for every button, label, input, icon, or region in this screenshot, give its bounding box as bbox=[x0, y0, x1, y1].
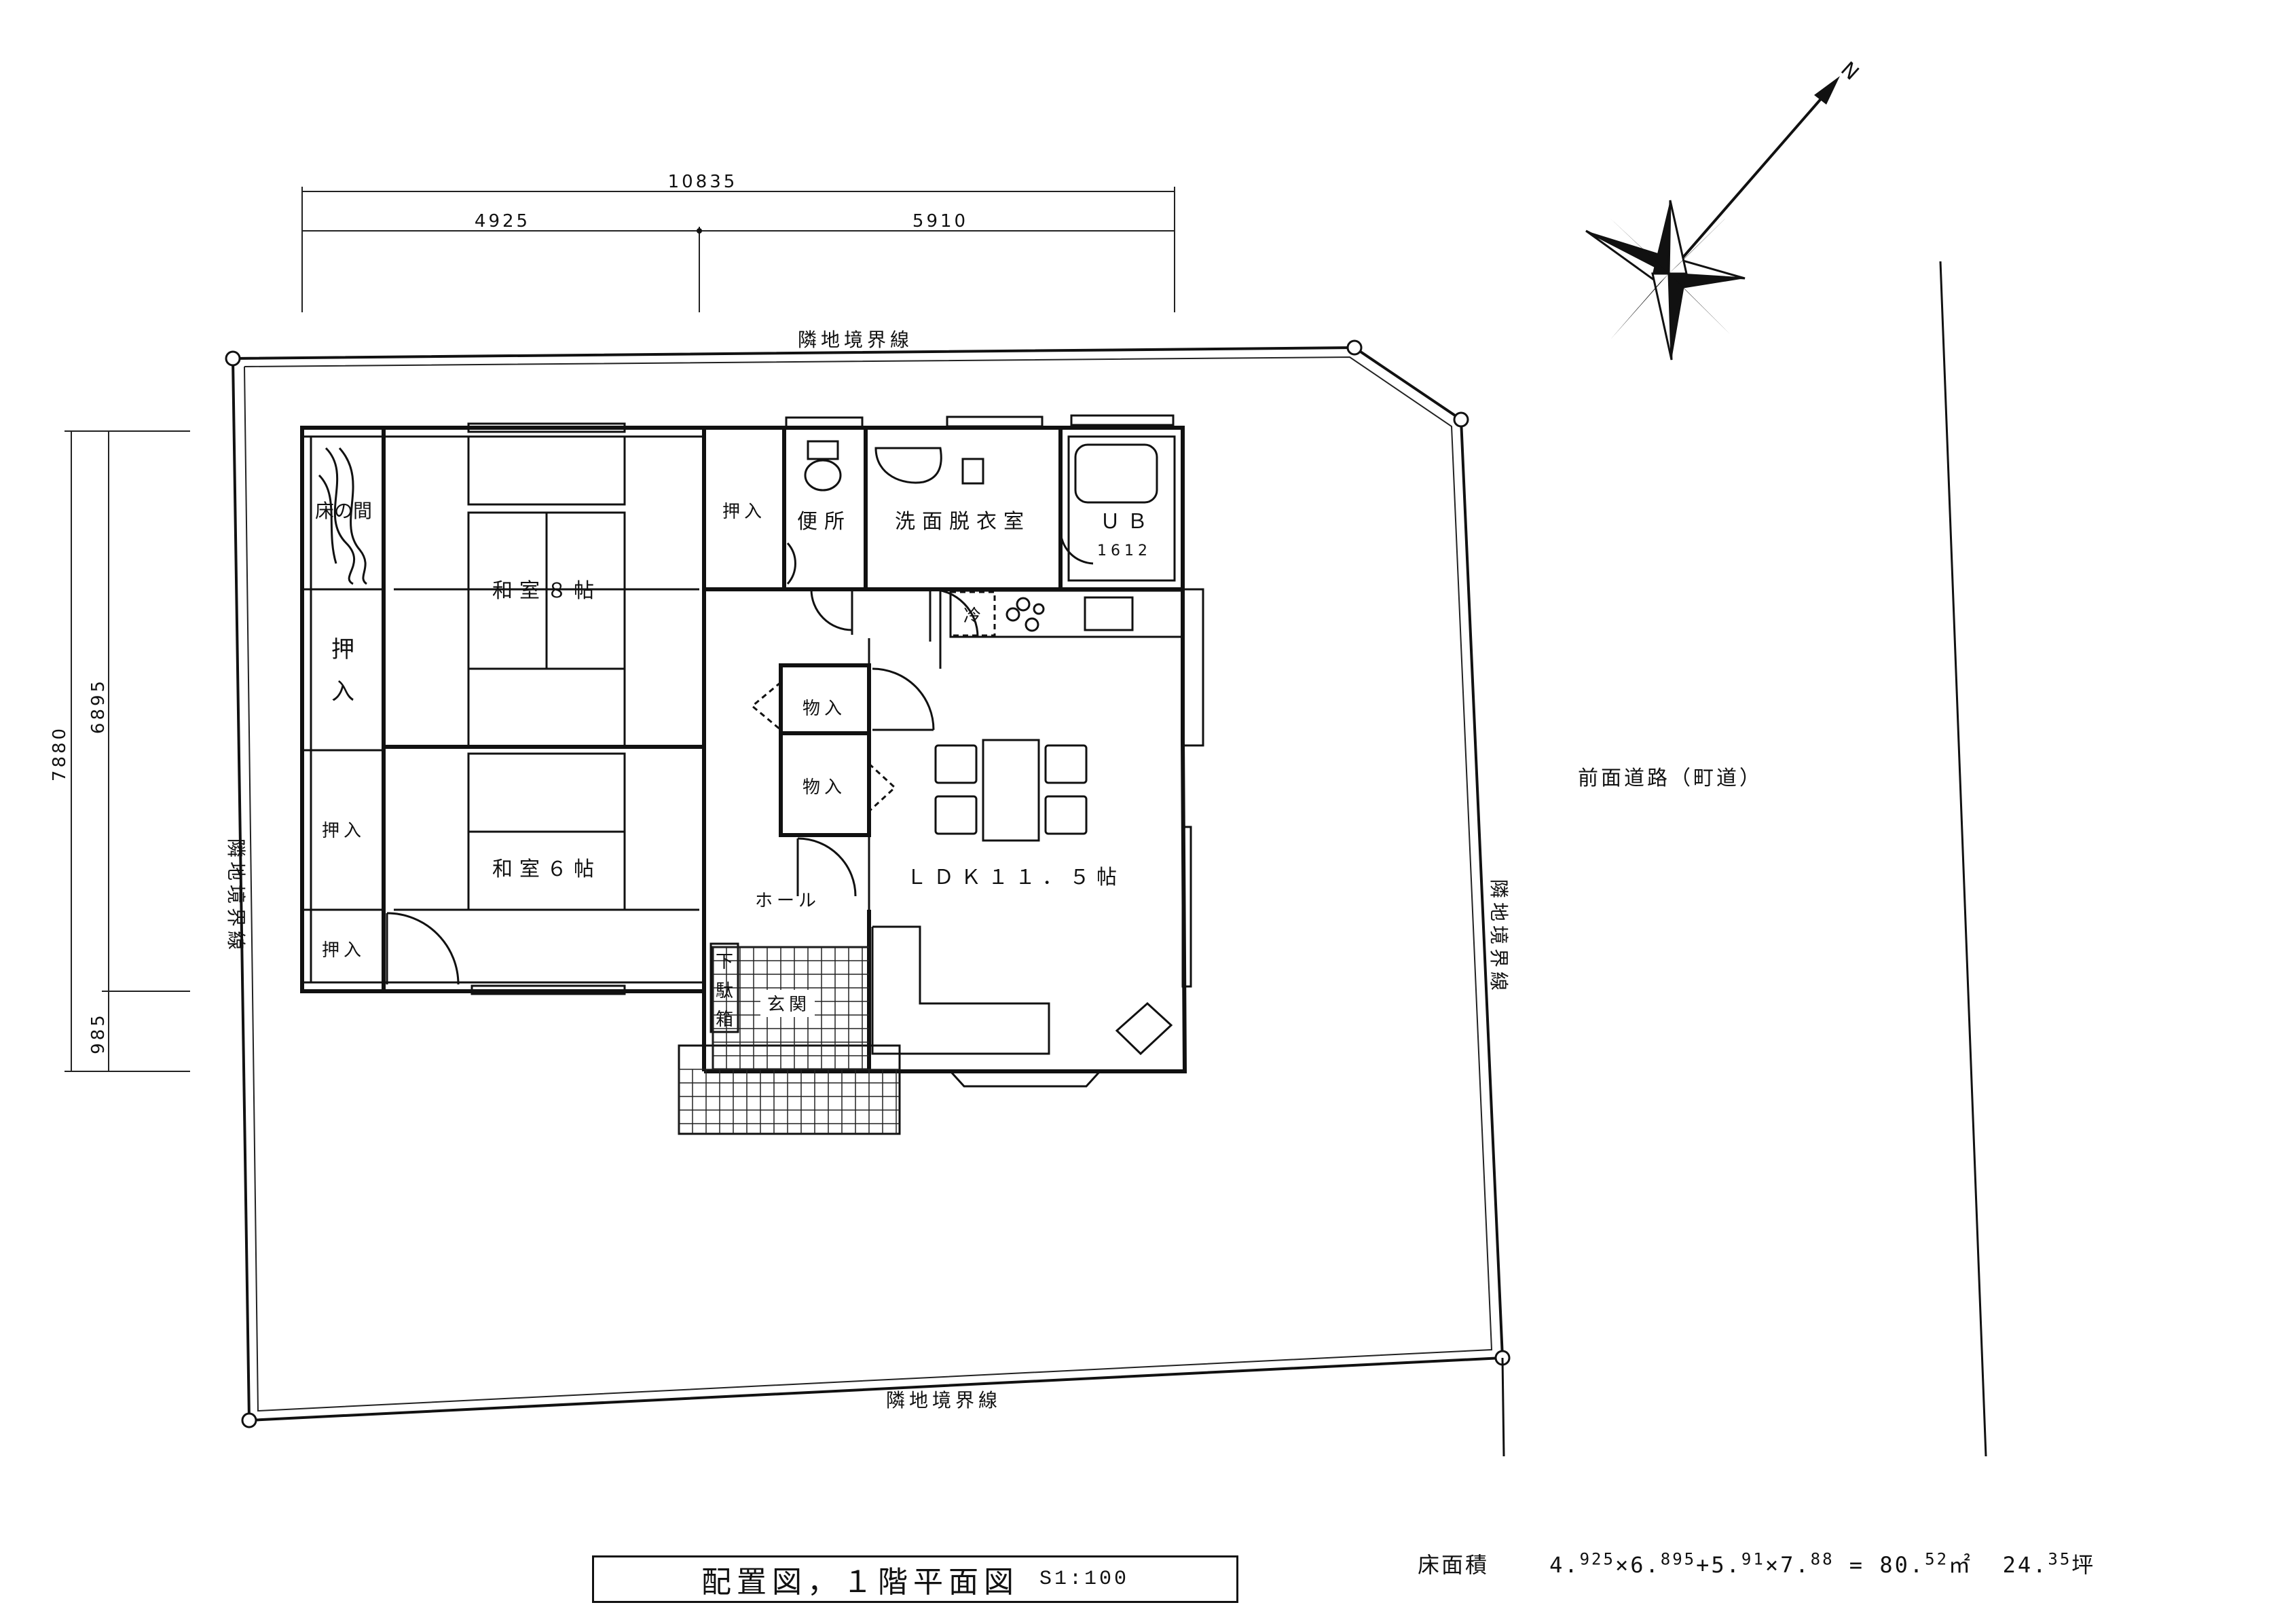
floor-area-d-dec: 88 bbox=[1810, 1549, 1834, 1569]
boundary-label-left: 隣地境界線 bbox=[225, 838, 247, 954]
room-label-washitsu8: 和室８帖 bbox=[492, 579, 601, 603]
floor-area-tsubo-dec: 35 bbox=[2048, 1549, 2072, 1569]
floor-area-c-dec: 91 bbox=[1741, 1549, 1765, 1569]
drawing-scale: S1:100 bbox=[1039, 1568, 1130, 1591]
north-compass-icon bbox=[1585, 76, 1840, 361]
room-label-fridge: 冷 bbox=[963, 606, 981, 627]
floor-area-a-dec: 925 bbox=[1579, 1549, 1615, 1569]
room-label-hall: ホール bbox=[755, 891, 820, 911]
genkan-label-bg bbox=[760, 990, 815, 1017]
left-dimension-lines bbox=[64, 430, 190, 1072]
dim-left-width: 4925 bbox=[475, 211, 530, 232]
room-label-ub-size: 1612 bbox=[1097, 542, 1151, 559]
room-label-storage1: 物入 bbox=[803, 699, 846, 719]
room-label-getabako-1: 下 bbox=[716, 952, 733, 972]
boundary-right-extension bbox=[1501, 1357, 1505, 1457]
site-boundary bbox=[225, 339, 1511, 1428]
room-label-oshiire-left-a: 押 bbox=[331, 636, 354, 663]
dim-overall-width: 10835 bbox=[668, 172, 738, 192]
floor-area-c-int: 5. bbox=[1711, 1552, 1741, 1578]
floor-area-unit-tsubo: 坪 bbox=[2071, 1552, 2096, 1578]
dim-offset-depth: 985 bbox=[88, 1012, 109, 1054]
floor-area-b-int: 6. bbox=[1630, 1552, 1661, 1578]
road-edge-line bbox=[1939, 261, 1987, 1457]
dim-left-depth: 6895 bbox=[88, 678, 109, 734]
room-label-oshiire-top: 押入 bbox=[722, 502, 766, 522]
room-label-genkan: 玄関 bbox=[767, 995, 811, 1015]
floor-area-tsubo-int: 24. bbox=[2002, 1552, 2048, 1578]
dim-overall-depth: 7880 bbox=[50, 726, 70, 781]
room-label-oshiire-left-b: 入 bbox=[331, 678, 354, 705]
drawing-title-box: 配置図，１階平面図 S1:100 bbox=[592, 1555, 1238, 1603]
floor-area-label: 床面積 bbox=[1418, 1552, 1490, 1578]
room-label-washitsu6: 和室６帖 bbox=[492, 857, 601, 881]
floor-area-a-int: 4. bbox=[1549, 1552, 1580, 1578]
floor-area-unit-m2: ㎡ bbox=[1949, 1552, 1973, 1578]
room-label-ub: ＵＢ bbox=[1100, 510, 1154, 534]
floor-area-total-dec: 52 bbox=[1925, 1549, 1949, 1569]
genkan-tile-grid bbox=[678, 946, 901, 1135]
room-label-senmen: 洗面脱衣室 bbox=[895, 510, 1031, 534]
north-label: N bbox=[1836, 57, 1863, 85]
floor-area-b-dec: 895 bbox=[1660, 1549, 1697, 1569]
boundary-label-bottom: 隣地境界線 bbox=[886, 1389, 1001, 1411]
room-label-tokonoma: 床の間 bbox=[315, 500, 372, 522]
floor-area-d-int: 7. bbox=[1780, 1552, 1811, 1578]
room-label-storage2: 物入 bbox=[803, 777, 846, 798]
drawing-title: 配置図，１階平面図 bbox=[701, 1565, 1019, 1600]
dim-right-width: 5910 bbox=[912, 211, 968, 232]
boundary-label-right: 隣地境界線 bbox=[1488, 879, 1510, 995]
top-dimension-lines bbox=[301, 187, 1175, 312]
room-label-oshiire-low: 押入 bbox=[322, 940, 365, 961]
floor-area-equation: 床面積 4.925×6.895+5.91×7.88 = 80.52㎡ 24.35… bbox=[1418, 1549, 2096, 1578]
room-label-oshiire-mid: 押入 bbox=[322, 821, 365, 841]
boundary-label-top: 隣地境界線 bbox=[798, 329, 913, 351]
room-label-toilet: 便所 bbox=[797, 510, 851, 534]
floor-area-total-int: 80. bbox=[1879, 1552, 1925, 1578]
building-walls bbox=[300, 414, 1204, 1088]
road-label: 前面道路（町道） bbox=[1578, 767, 1763, 790]
room-label-getabako-3: 箱 bbox=[716, 1010, 733, 1030]
room-label-ldk: ＬＤＫ１１．５帖 bbox=[906, 866, 1124, 889]
room-label-getabako-2: 駄 bbox=[716, 981, 733, 1001]
